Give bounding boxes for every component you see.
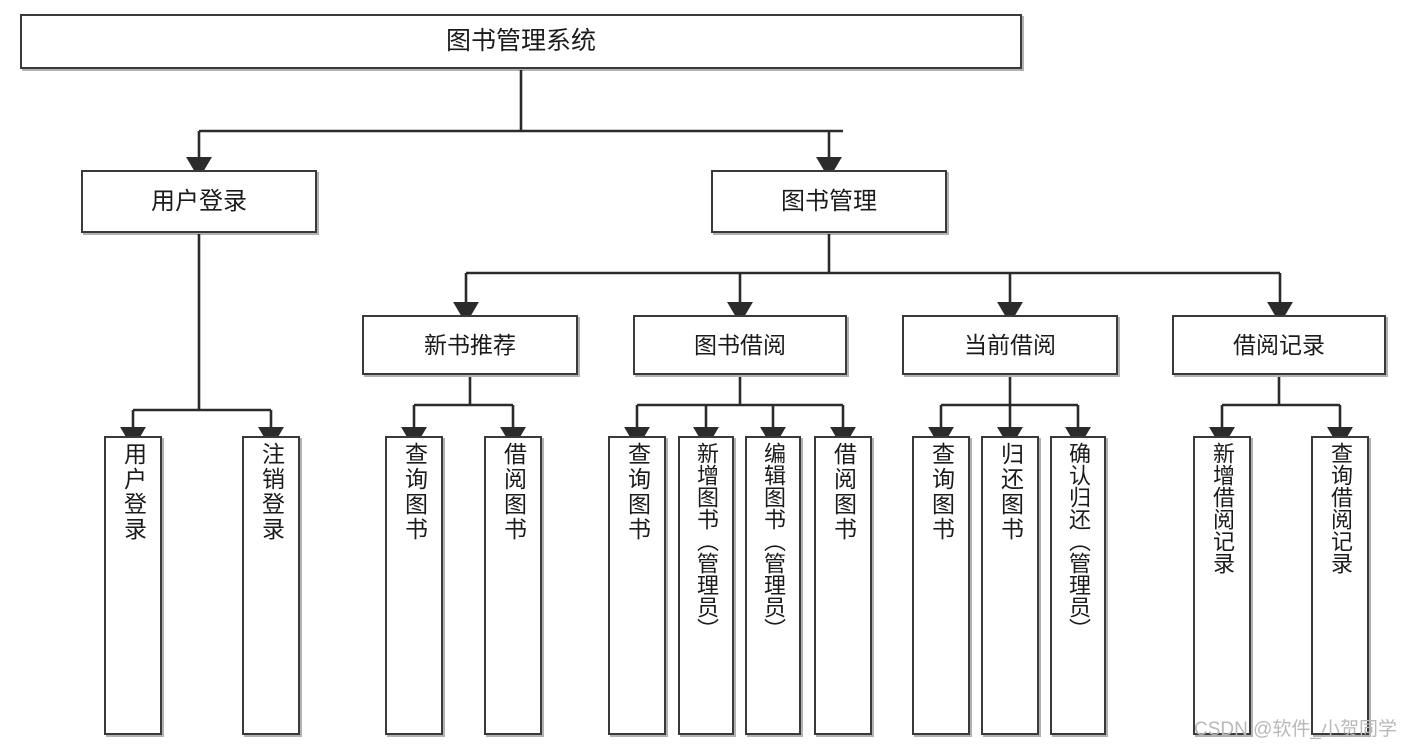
leaf-query-borrow-record[interactable]: 查询借阅记录 — [1311, 436, 1369, 735]
node-label: 用户登录 — [151, 187, 247, 215]
node-label: 当前借阅 — [964, 331, 1056, 358]
node-label: 查询图书 — [928, 442, 955, 542]
node-label: 查询借阅记录 — [1328, 442, 1353, 574]
node-new-book-recommendation[interactable]: 新书推荐 — [362, 315, 578, 375]
node-label: 用户登录 — [120, 442, 147, 542]
node-label: 归还图书 — [997, 442, 1024, 542]
node-root-system[interactable]: 图书管理系统 — [20, 14, 1022, 69]
leaf-user-login[interactable]: 用户登录 — [104, 436, 162, 735]
leaf-add-borrow-record[interactable]: 新增借阅记录 — [1193, 436, 1251, 735]
leaf-borrow-book[interactable]: 借阅图书 — [814, 436, 872, 735]
node-label: 图书管理系统 — [445, 27, 596, 56]
node-label: 查询图书 — [401, 442, 428, 542]
node-label: 借阅记录 — [1233, 331, 1325, 358]
node-current-borrow[interactable]: 当前借阅 — [902, 315, 1118, 375]
node-label: 注销登录 — [258, 442, 285, 542]
leaf-query-book-borrow[interactable]: 查询图书 — [608, 436, 666, 735]
node-label: 借阅图书 — [500, 442, 527, 542]
node-label: 图书管理 — [781, 187, 877, 215]
leaf-borrow-book-recommend[interactable]: 借阅图书 — [484, 436, 542, 735]
node-book-borrow[interactable]: 图书借阅 — [633, 315, 847, 375]
node-label: 新增图书（管理员） — [694, 442, 719, 640]
watermark-text: CSDN @软件_小贺同学 — [1194, 719, 1397, 740]
leaf-query-book-recommend[interactable]: 查询图书 — [385, 436, 443, 735]
leaf-query-book-current[interactable]: 查询图书 — [912, 436, 970, 735]
node-label: 确认归还（管理员） — [1066, 442, 1091, 640]
node-user-login[interactable]: 用户登录 — [81, 170, 317, 233]
node-label: 图书借阅 — [694, 331, 786, 358]
leaf-confirm-return-admin[interactable]: 确认归还（管理员） — [1050, 436, 1106, 735]
node-label: 新书推荐 — [424, 331, 516, 358]
node-borrow-record[interactable]: 借阅记录 — [1172, 315, 1386, 375]
node-label: 编辑图书（管理员） — [761, 442, 786, 640]
node-label: 查询图书 — [624, 442, 651, 542]
node-book-management[interactable]: 图书管理 — [711, 170, 947, 233]
node-label: 新增借阅记录 — [1210, 442, 1235, 574]
leaf-logout[interactable]: 注销登录 — [242, 436, 300, 735]
leaf-edit-book-admin[interactable]: 编辑图书（管理员） — [745, 436, 801, 735]
leaf-return-book[interactable]: 归还图书 — [981, 436, 1039, 735]
node-label: 借阅图书 — [830, 442, 857, 542]
leaf-add-book-admin[interactable]: 新增图书（管理员） — [678, 436, 734, 735]
